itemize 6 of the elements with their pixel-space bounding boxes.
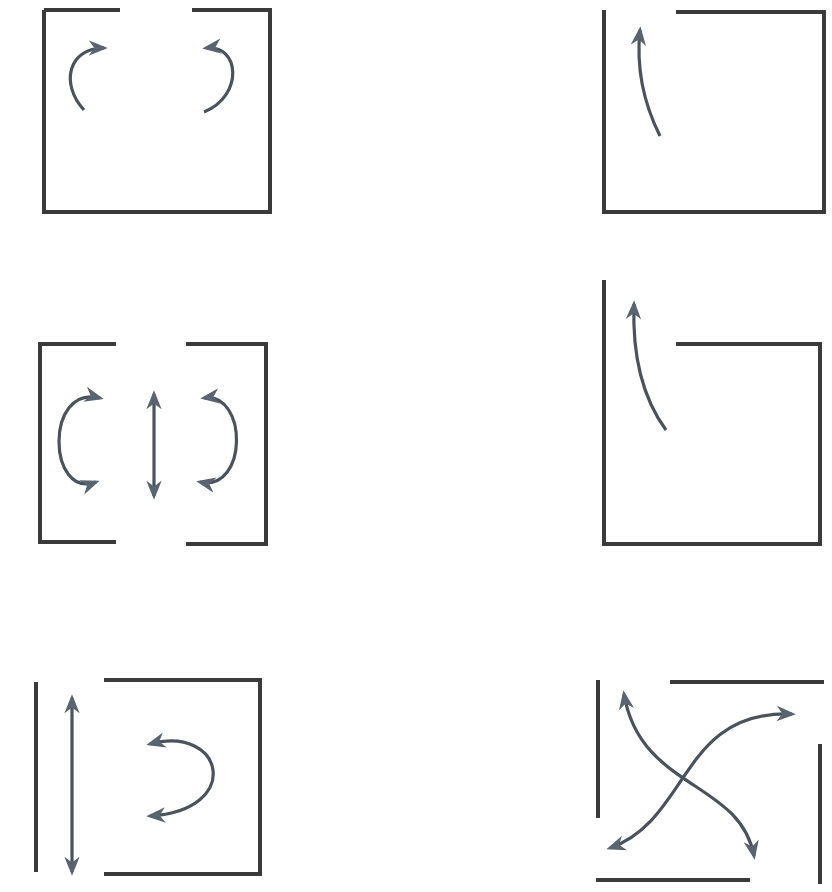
room-drawing bbox=[602, 280, 822, 546]
room-drawing bbox=[596, 680, 824, 884]
room-drawing bbox=[34, 678, 262, 876]
room-drawing bbox=[42, 8, 272, 214]
room-drawing bbox=[38, 342, 268, 546]
room-drawing bbox=[602, 10, 826, 214]
